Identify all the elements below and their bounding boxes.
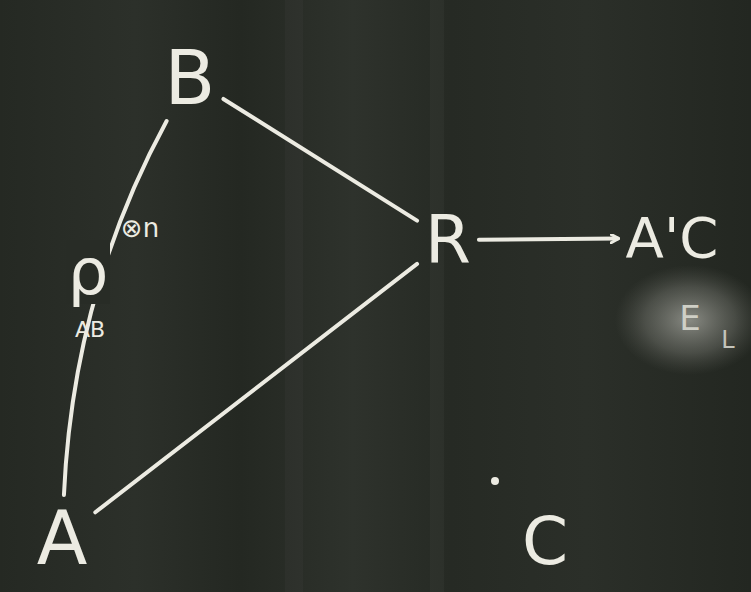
vertex-label: B [161,39,220,117]
edge-label: ρ [66,240,111,304]
vertex-name: A [37,501,88,575]
chalk-line [223,99,417,221]
board-streak [430,0,444,592]
chalk-label: ⊗n [121,215,159,241]
chalk-label: C [522,509,568,575]
chalk-label: AB [75,319,105,341]
vertex-name: R [425,207,471,273]
chalk-line [95,264,417,512]
chalk-line [479,238,618,239]
chalk-line [64,121,167,495]
point-dot [491,477,499,485]
vertex-label: R [421,205,475,275]
board-streak [285,0,303,592]
vertex-name: A'C [626,210,719,266]
vertex-label: A [33,499,92,577]
chalk-label: E [679,301,700,335]
vertex-name: B [165,41,216,115]
vertex-label: A'C [622,208,723,268]
chalk-label: L [721,328,734,352]
light-glare [615,265,751,375]
